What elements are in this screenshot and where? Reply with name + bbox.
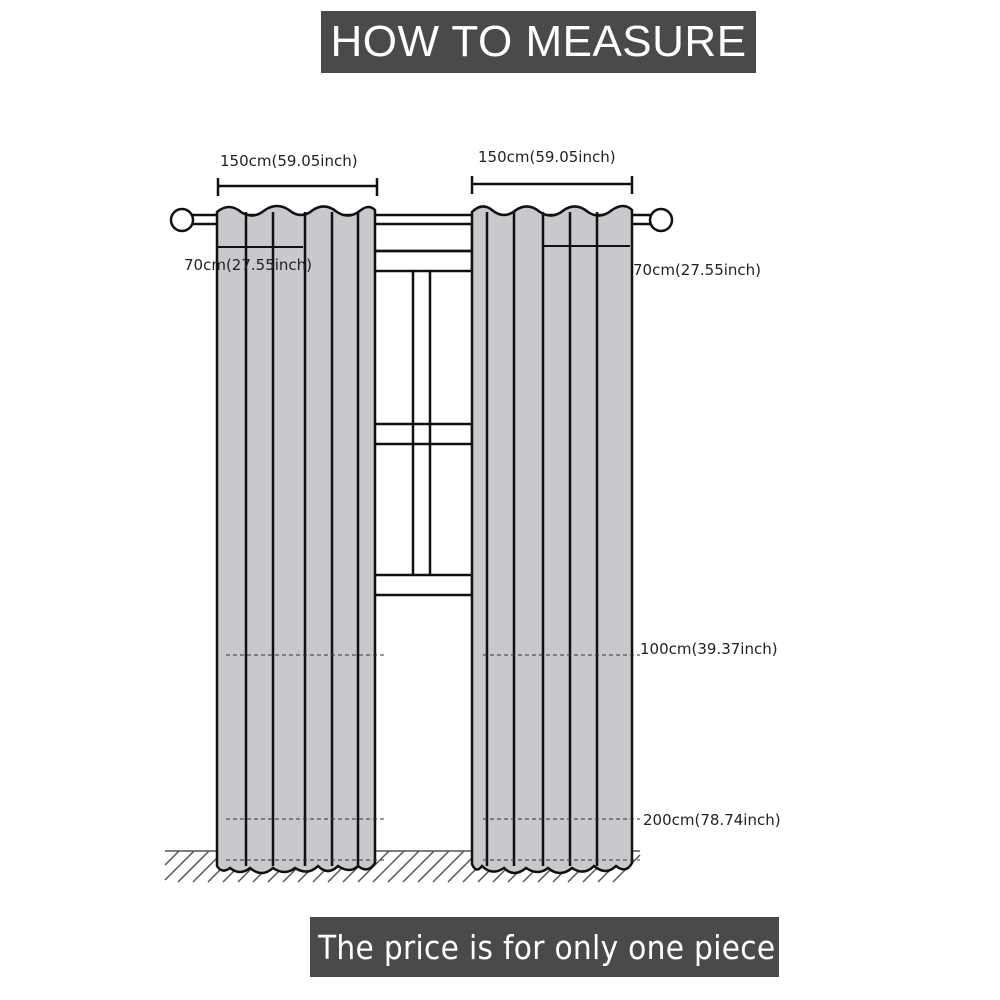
length-100-label: 100cm(39.37inch) — [640, 640, 778, 658]
curtain-rod — [169, 207, 674, 233]
price-note-text: The price is for only one piece — [318, 927, 776, 967]
title-banner: HOW TO MEASURE — [321, 11, 756, 73]
length-guides — [226, 654, 640, 861]
right-curtain-panel — [470, 204, 634, 875]
window-frame — [372, 219, 474, 597]
right-header-drop-label: 70cm(27.55inch) — [633, 261, 762, 279]
width-dimension-right — [470, 176, 634, 194]
length-200-label: 200cm(78.74inch) — [643, 811, 781, 829]
left-curtain-panel — [215, 204, 377, 875]
right-width-label: 150cm(59.05inch) — [478, 148, 616, 166]
right-finial — [648, 207, 674, 233]
width-dimension-left — [216, 178, 379, 196]
title-text: HOW TO MEASURE — [330, 17, 747, 66]
left-header-drop-label: 70cm(27.55inch) — [184, 256, 313, 274]
left-finial — [169, 207, 195, 233]
left-width-label: 150cm(59.05inch) — [220, 152, 358, 170]
price-note-banner: The price is for only one piece — [310, 917, 779, 977]
